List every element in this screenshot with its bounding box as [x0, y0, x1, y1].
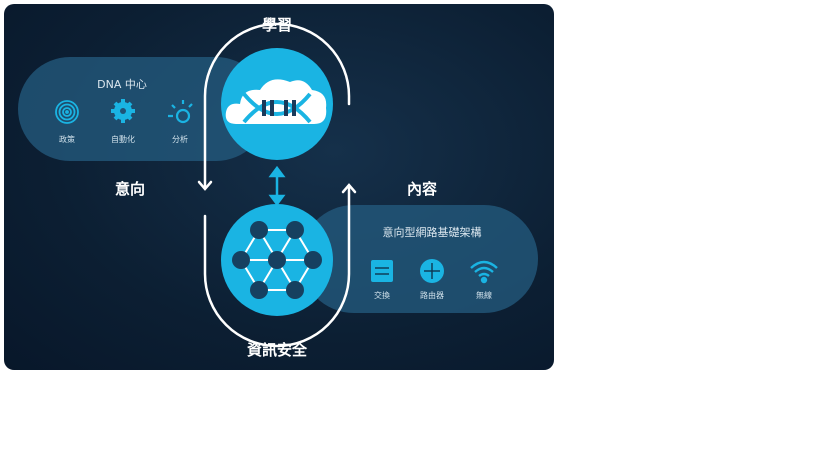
- infrastructure-title: 意向型網路基礎架構: [382, 226, 482, 239]
- label-intent: 意向: [114, 180, 146, 198]
- switch-label: 交換: [374, 291, 390, 300]
- arrow-head-up: [341, 183, 357, 194]
- router-label: 路由器: [420, 291, 444, 300]
- infrastructure-panel: [300, 205, 538, 313]
- wireless-icon: [470, 260, 498, 284]
- analytics-label: 分析: [172, 135, 188, 144]
- label-security: 資訊安全: [246, 341, 308, 359]
- automation-label: 自動化: [111, 135, 135, 144]
- diagram-panel: 學習 意向 內容 資訊安全 DNA 中心 政策 自動化 分析 意向型網路基礎架構…: [4, 4, 554, 370]
- security-loop-arrow: [203, 184, 351, 348]
- router-icon: [420, 259, 444, 283]
- bidirectional-arrow: [268, 165, 286, 207]
- cloud-dna-icon: [221, 48, 333, 160]
- analytics-icon: [168, 100, 193, 124]
- wireless-label: 無線: [476, 291, 492, 300]
- switch-icon: [371, 260, 393, 282]
- dna-center-title: DNA 中心: [97, 78, 147, 91]
- learning-loop-arrow: [203, 22, 351, 190]
- label-learning: 學習: [261, 16, 293, 34]
- security-network-icon: [221, 204, 333, 316]
- arrow-head-down: [197, 180, 213, 191]
- label-context: 內容: [406, 180, 438, 198]
- fingerprint-icon: [55, 100, 79, 124]
- gear-icon: [111, 99, 135, 123]
- policy-label: 政策: [59, 135, 75, 144]
- diagram-graphics: [55, 22, 498, 348]
